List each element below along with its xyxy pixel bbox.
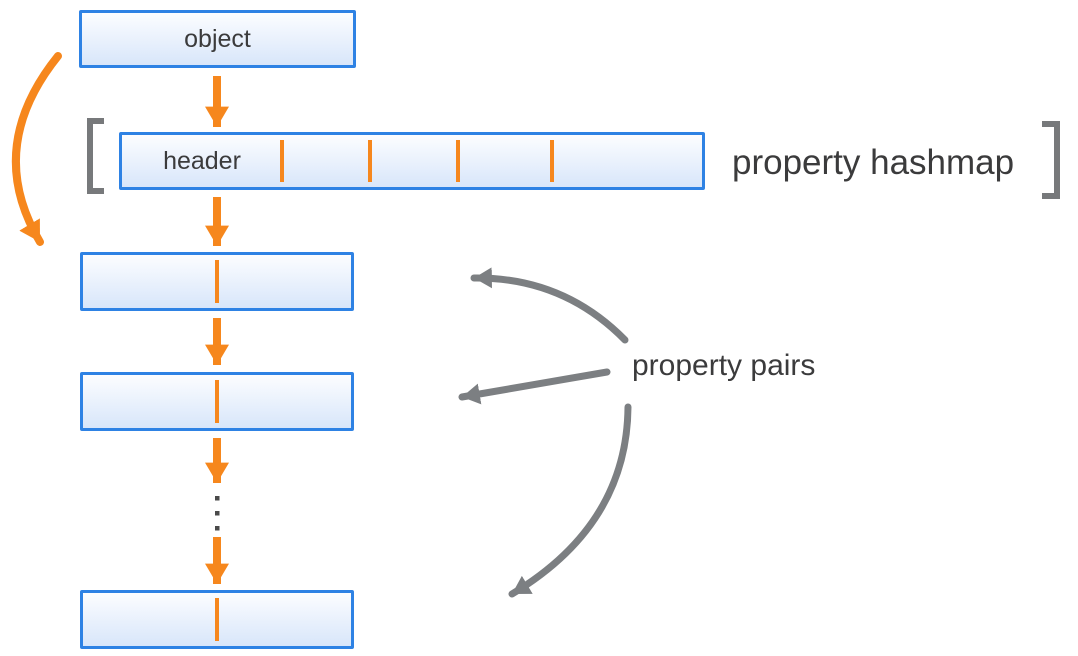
header-cell: header <box>122 135 282 187</box>
hashmap-slot-divider <box>280 140 284 182</box>
hashmap-annotation-text: property hashmap <box>732 143 1015 182</box>
hashmap-slot-divider <box>456 140 460 182</box>
property-pair-box-2 <box>80 372 354 431</box>
property-pair-box-3 <box>80 590 354 649</box>
pair-divider <box>215 380 219 423</box>
right-bracket <box>1042 121 1060 199</box>
object-box: object <box>79 10 356 68</box>
ellipsis-dots <box>215 496 220 531</box>
arrow-pairs-to-pair1 <box>470 267 629 344</box>
header-label: header <box>163 146 241 175</box>
pairs-annotation: property pairs <box>632 340 815 392</box>
hashmap-slot-divider <box>550 140 554 182</box>
arrow-object-to-pairs-curved <box>12 52 62 246</box>
arrow-pairs-to-pair3 <box>508 403 632 598</box>
left-bracket <box>87 118 104 194</box>
pairs-annotation-text: property pairs <box>632 349 816 382</box>
hashmap-annotation: property hashmap <box>732 132 1014 194</box>
object-label: object <box>184 24 251 53</box>
pair-divider <box>215 598 219 641</box>
property-pair-box-1 <box>80 252 354 311</box>
arrow-pairs-to-pair2 <box>458 368 611 405</box>
hashmap-header-box: header <box>119 132 705 190</box>
hashmap-slot-divider <box>368 140 372 182</box>
pair-divider <box>215 260 219 303</box>
